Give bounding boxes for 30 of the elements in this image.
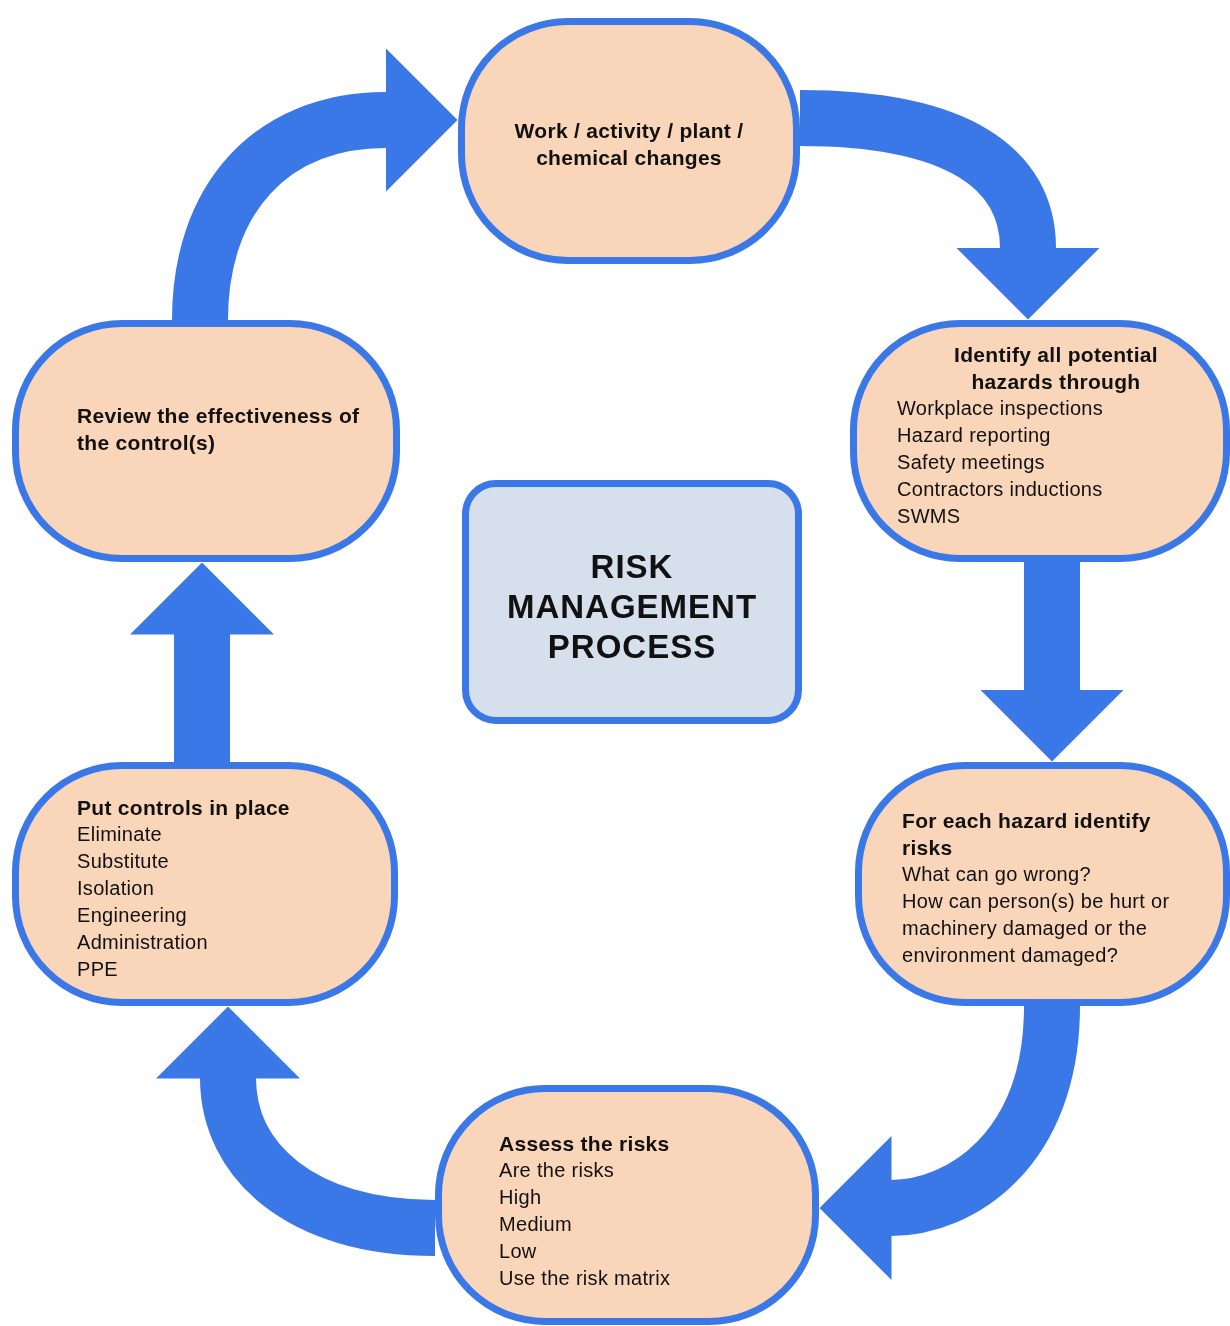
step-heading: Review the effectiveness of the control(s) [77,403,361,456]
step-item: Medium [499,1212,573,1237]
step-item: Substitute [77,849,170,874]
step-item: Safety meetings [897,450,1046,475]
step-item: Workplace inspections [897,396,1105,421]
step-item: Administration [77,930,209,955]
step-item: Eliminate [77,822,163,847]
step-heading: Identify all potential hazards through [953,342,1159,395]
step-item: Are the risks [499,1158,616,1183]
step-item: PPE [77,957,119,982]
step-heading: Assess the risks [499,1131,671,1157]
step-heading: Work / activity / plant / chemical changes [513,118,745,171]
step-item: Isolation [77,876,156,901]
step-item: Low [499,1239,538,1264]
step-heading: Put controls in place [77,795,291,821]
title-box [462,480,802,724]
step-item: SWMS [897,504,962,529]
block-arrow [819,1004,1080,1280]
step-item: Engineering [77,903,189,928]
step-item: What can go wrong? [902,862,1092,887]
step-item: High [499,1185,543,1210]
block-arrow [172,48,458,322]
step-item: Use the risk matrix [499,1266,672,1291]
step-item: Hazard reporting [897,423,1052,448]
block-arrow [130,562,274,762]
step-item: How can person(s) be hurt or machinery damaged or the environment damaged? [902,889,1171,968]
step-heading: For each hazard identify risks [902,808,1152,861]
block-arrow [980,562,1124,762]
center-label: RISK MANAGEMENT PROCESS [505,547,759,667]
step-item: Contractors inductions [897,477,1104,502]
